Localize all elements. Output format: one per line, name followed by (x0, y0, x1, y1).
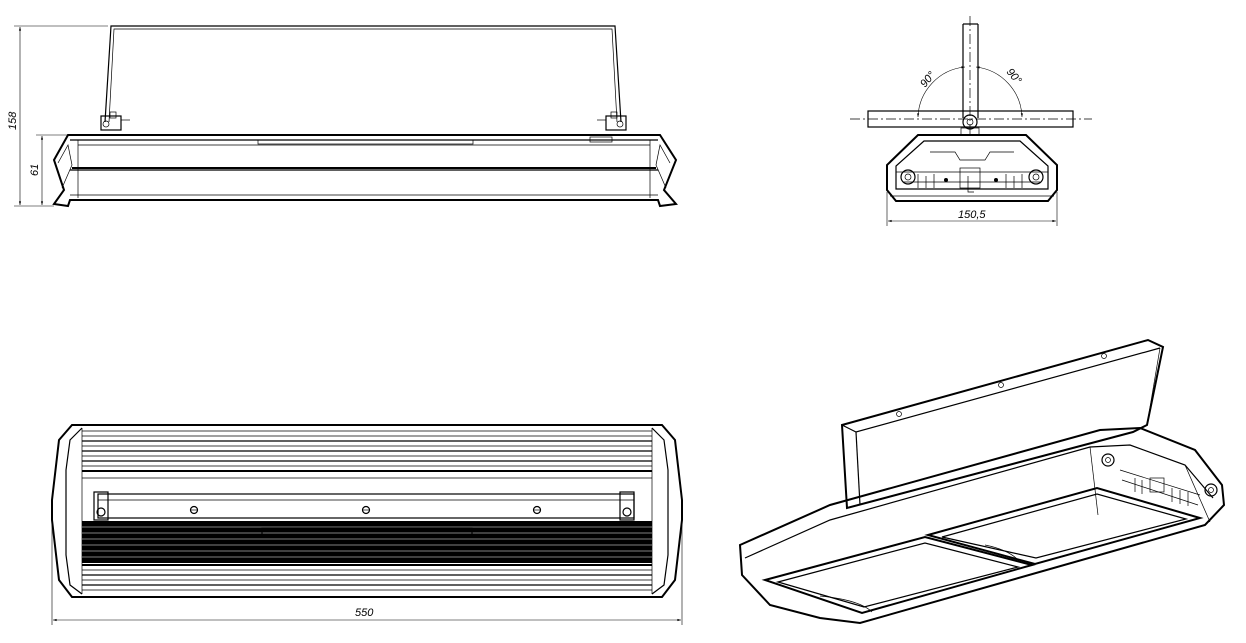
angle-label-right: 90° (1004, 66, 1024, 87)
iso-housing (738, 426, 1226, 625)
plan-bracket-bar (93, 491, 635, 521)
bracket (104, 25, 622, 123)
side-view: 158 61 (7, 25, 678, 208)
dimension-height-body: 61 (29, 134, 68, 205)
dimension-label-158: 158 (7, 111, 19, 130)
bracket-bolt-right (597, 111, 627, 131)
dimension-length: 550 (51, 520, 683, 625)
dimension-width-end: 150,5 (886, 192, 1058, 226)
dimension-height-total: 158 (7, 25, 108, 207)
end-housing (886, 134, 1058, 202)
bracket-bolt-left (100, 111, 130, 131)
iso-end-cap (1101, 453, 1218, 506)
angle-label-left: 90° (918, 69, 938, 90)
isometric-view (738, 338, 1226, 625)
side-body (52, 134, 678, 208)
dimension-label-61: 61 (29, 164, 41, 176)
dimension-label-150-5: 150,5 (958, 209, 986, 221)
iso-bracket (840, 338, 1165, 510)
upper-fins (82, 430, 652, 479)
lower-fins (82, 564, 652, 591)
dimension-label-550: 550 (355, 607, 374, 619)
angle-dimensions: 90° 90° (917, 66, 1024, 118)
iso-lens-panels (761, 486, 1204, 615)
end-view: 90° 90° (850, 16, 1092, 226)
plan-view: 550 (51, 424, 683, 625)
